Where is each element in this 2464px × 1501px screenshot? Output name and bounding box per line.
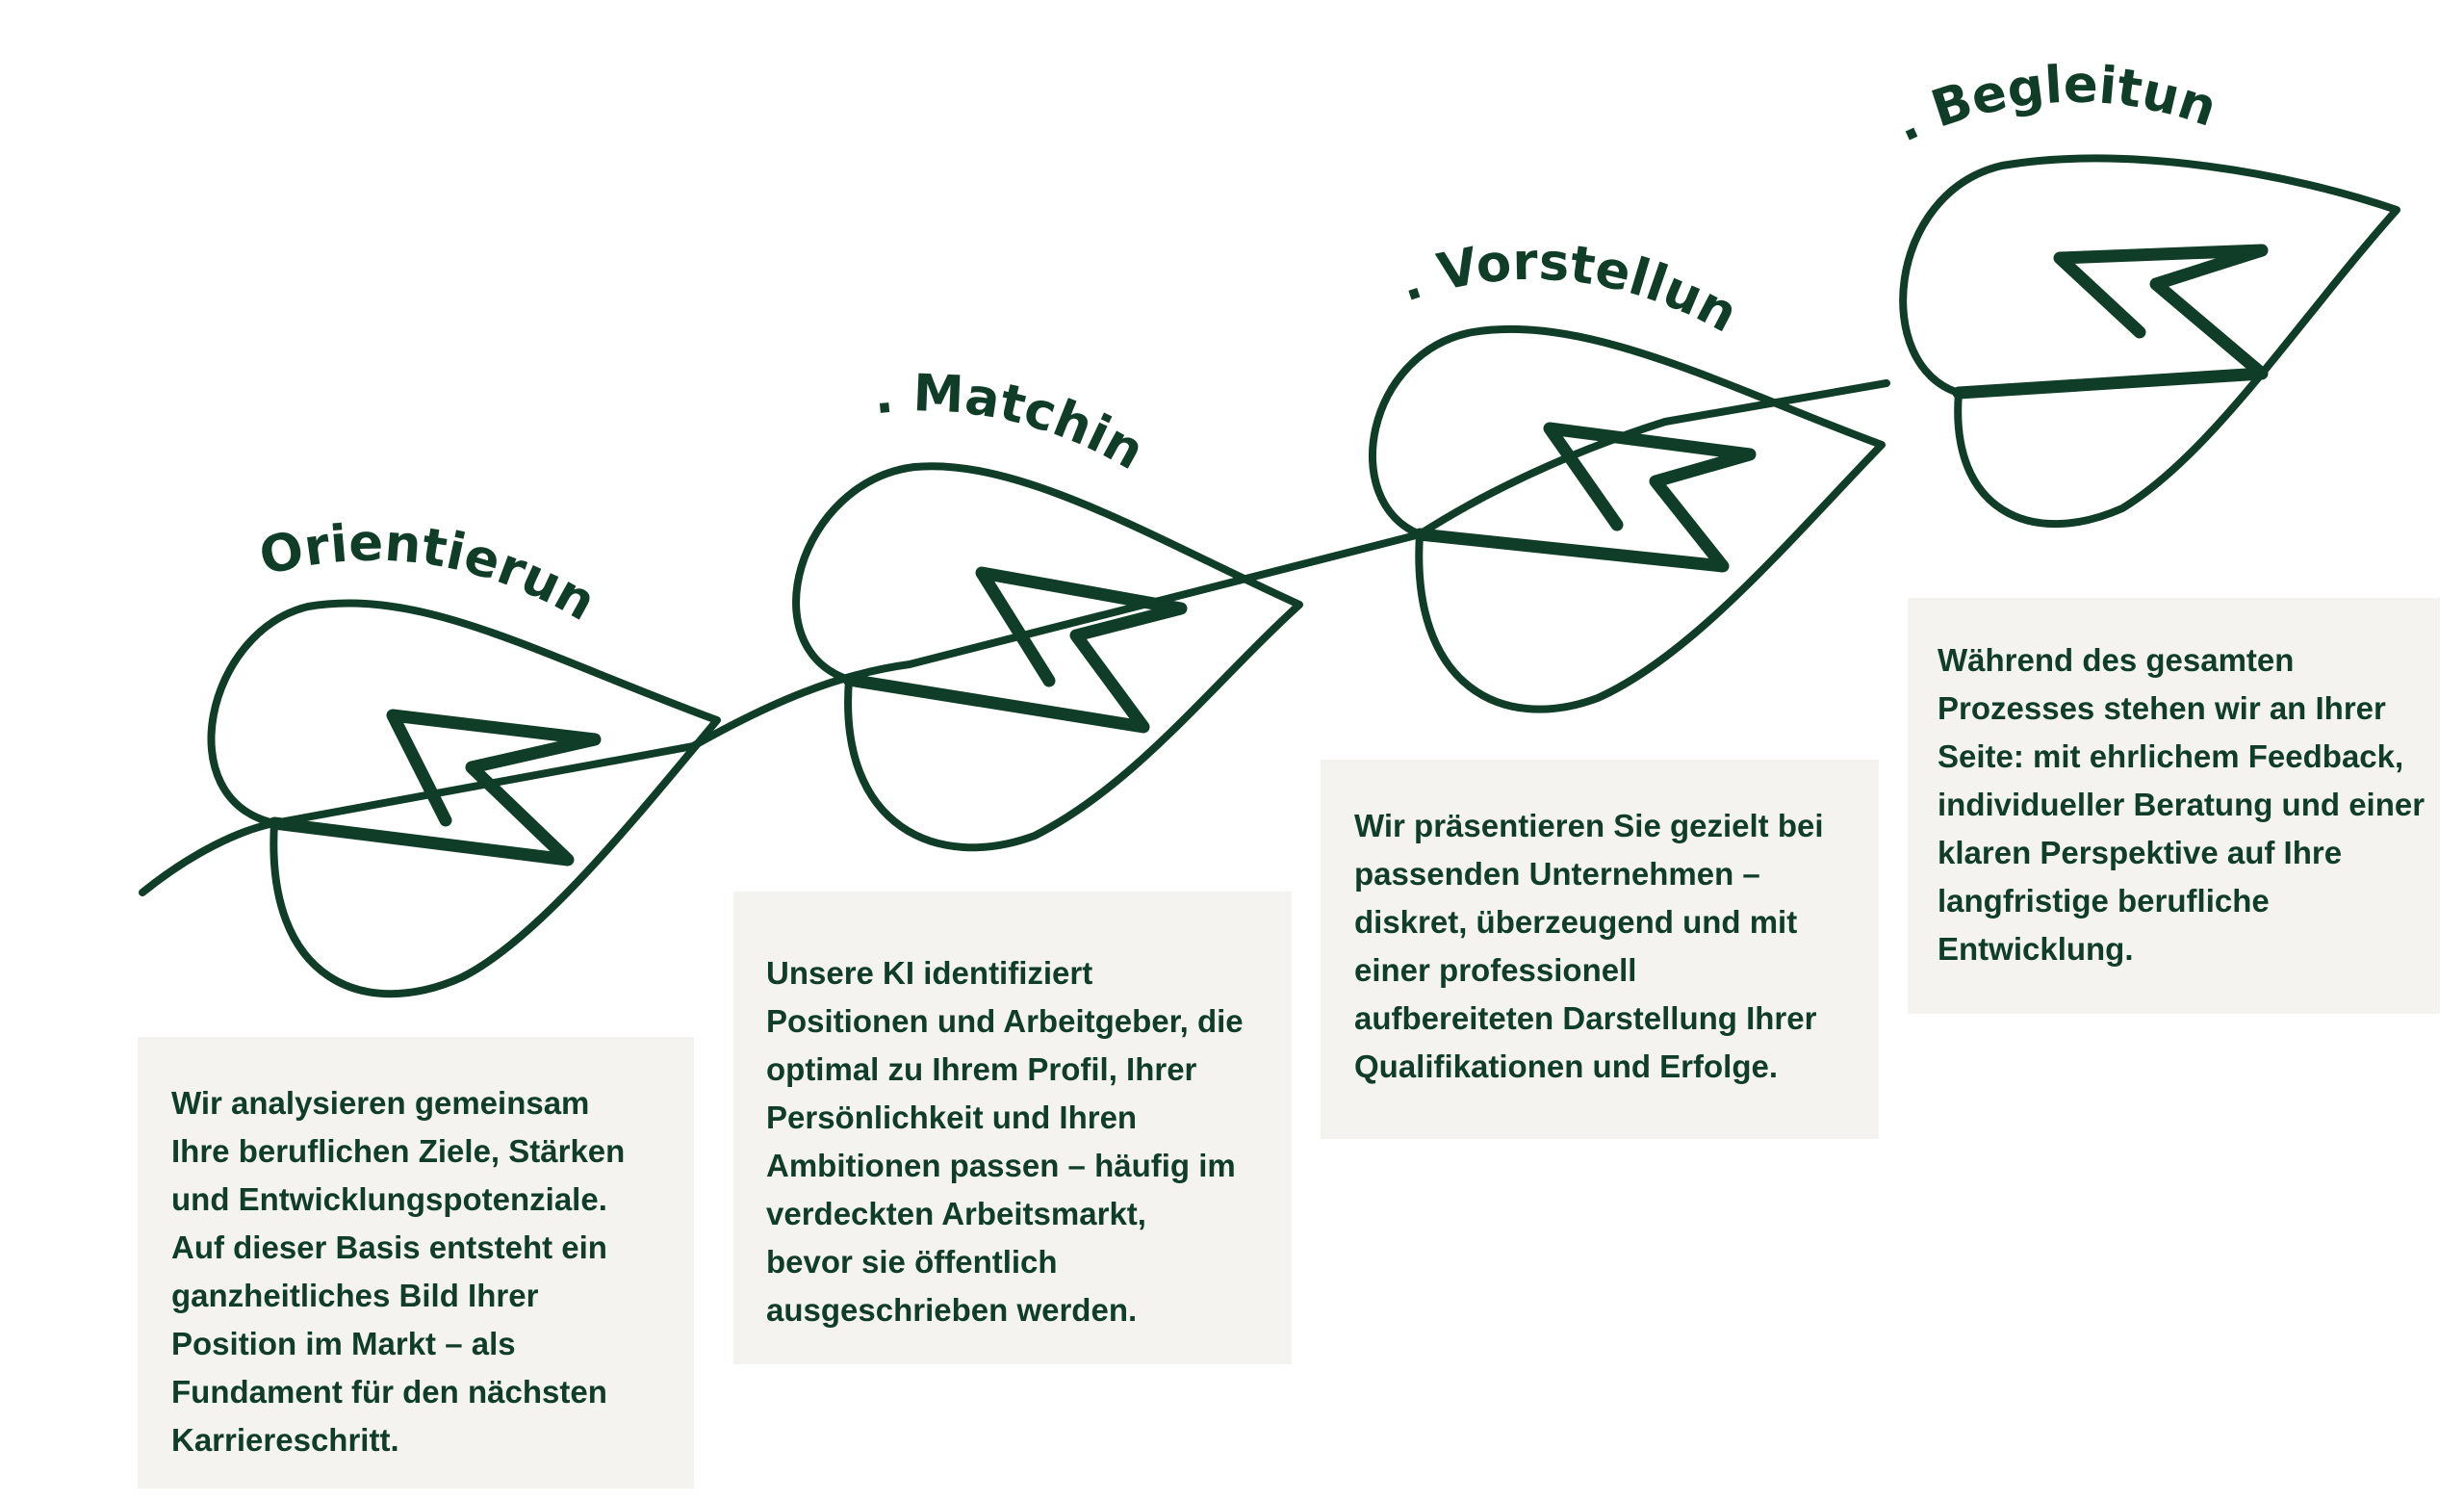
step-4-line: klaren Perspektive auf Ihre bbox=[1938, 835, 2343, 870]
step-2-line: Persönlichkeit und Ihren bbox=[766, 1100, 1138, 1135]
step-1-line: Fundament für den nächsten bbox=[171, 1374, 607, 1410]
leaf-icon-4 bbox=[1899, 154, 2400, 529]
step-1-line: Ihre beruflichen Ziele, Stärken bbox=[171, 1133, 626, 1169]
leaf-icon-1 bbox=[207, 599, 721, 998]
step-3-line: diskret, überzeugend und mit bbox=[1354, 904, 1798, 940]
step-1-line: Karriereschritt. bbox=[171, 1422, 399, 1458]
step-1-line: Position im Markt – als bbox=[171, 1326, 516, 1361]
step-description-2: Unsere KI identifiziert Positionen und A… bbox=[733, 892, 1292, 1364]
leaf-icon-2 bbox=[792, 462, 1303, 852]
step-4-line: Während des gesamten bbox=[1938, 642, 2295, 678]
step-1-line: Auf dieser Basis entsteht ein bbox=[171, 1229, 607, 1265]
step-3-line: Wir präsentieren Sie gezielt bei bbox=[1354, 808, 1824, 843]
step-2-line: ausgeschrieben werden. bbox=[766, 1292, 1138, 1328]
step-title-3: 3. Vorstellung bbox=[0, 0, 1747, 345]
step-2-line: Ambitionen passen – häufig im bbox=[766, 1148, 1236, 1183]
step-2-line: bevor sie öffentlich bbox=[766, 1244, 1058, 1280]
step-description-1: Wir analysieren gemeinsam Ihre beruflich… bbox=[138, 1037, 694, 1488]
step-title-2: 2. Matching bbox=[0, 0, 1153, 481]
leaf-icon-3 bbox=[1368, 324, 1886, 713]
step-4-line: Seite: mit ehrlichem Feedback, bbox=[1938, 738, 2404, 774]
step-1-line: und Entwicklungspotenziale. bbox=[171, 1181, 607, 1217]
step-3-line: einer professionell bbox=[1354, 952, 1637, 988]
step-4-line: Entwicklung. bbox=[1938, 931, 2134, 967]
step-3-line: passenden Unternehmen – bbox=[1354, 856, 1760, 892]
step-title-4: 4. Begleitung bbox=[0, 0, 2223, 154]
step-4-line: individueller Beratung und einer bbox=[1938, 787, 2426, 822]
step-4-line: langfristige berufliche bbox=[1938, 883, 2270, 919]
step-3-line: Qualifikationen und Erfolge. bbox=[1354, 1048, 1779, 1084]
step-1-line: Wir analysieren gemeinsam bbox=[171, 1085, 590, 1121]
step-title-1: 1. Orientierung bbox=[0, 0, 605, 633]
step-3-line: aufbereiteten Darstellung Ihrer bbox=[1354, 1000, 1817, 1036]
step-2-line: optimal zu Ihrem Profil, Ihrer bbox=[766, 1051, 1197, 1087]
step-1-line: ganzheitliches Bild Ihrer bbox=[171, 1278, 539, 1313]
step-2-line: verdeckten Arbeitsmarkt, bbox=[766, 1196, 1146, 1231]
step-2-line: Positionen und Arbeitgeber, die bbox=[766, 1003, 1244, 1039]
step-description-3: Wir präsentieren Sie gezielt bei passend… bbox=[1321, 760, 1879, 1139]
step-description-4: Während des gesamten Prozesses stehen wi… bbox=[1908, 598, 2440, 1014]
step-4-line: Prozesses stehen wir an Ihrer bbox=[1938, 690, 2386, 726]
step-2-line: Unsere KI identifiziert bbox=[766, 955, 1093, 991]
